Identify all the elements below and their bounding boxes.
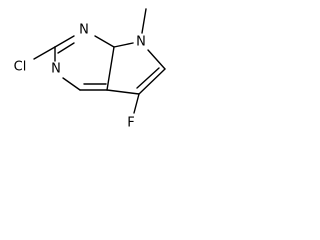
bond-c5-f: [133, 93, 140, 114]
bond-layer: [33, 8, 166, 114]
bond-c6-c5-double: [136, 67, 160, 89]
pyrrolopyrimidine-structure-diagram: Cl N N N F: [14, 8, 166, 131]
atom-label-fluorine: F: [127, 116, 134, 131]
atom-label-nitrogen-n1: N: [79, 23, 89, 38]
bond-c5-c4a: [106, 89, 140, 95]
bond-c6-c5: [138, 68, 166, 95]
atom-label-chlorine: Cl: [14, 60, 27, 75]
bond-c4a-c7a: [106, 46, 115, 91]
atom-label-nitrogen-n3: N: [51, 62, 61, 77]
bond-c7a-n7: [113, 42, 134, 48]
atom-label-layer: Cl N N N F: [14, 23, 146, 131]
bond-c2-n1-double: [57, 42, 75, 54]
bond-n7-methyl: [141, 8, 147, 34]
bond-c2-n1: [54, 35, 75, 48]
atom-label-nitrogen-n7: N: [136, 35, 146, 50]
bond-n1-c7a: [94, 35, 115, 48]
bond-cl-c2: [33, 46, 56, 60]
bond-n7-c6: [147, 49, 166, 70]
bond-n3-c4: [62, 77, 81, 91]
